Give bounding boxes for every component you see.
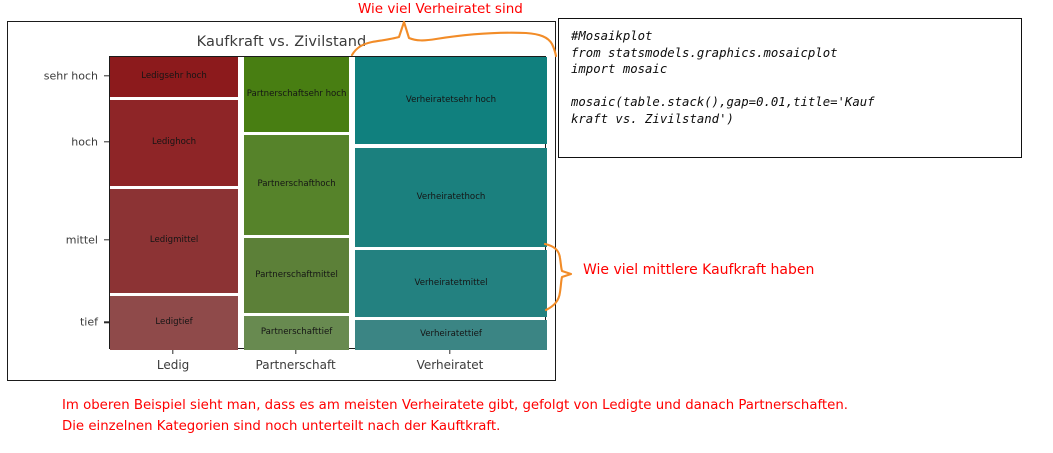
y-tick-label: sehr hoch bbox=[43, 69, 98, 83]
bottom-note-line-1: Im oberen Beispiel sieht man, dass es am… bbox=[62, 398, 848, 413]
mosaic-tile-label: Ledig bbox=[141, 71, 165, 82]
mosaic-tile-label: hoch bbox=[464, 191, 486, 202]
mosaic-tile-label: hoch bbox=[175, 137, 197, 148]
y-tick-label: hoch bbox=[71, 135, 98, 149]
mosaic-tile-label: Partnerschaft bbox=[260, 327, 319, 338]
bottom-note: Im oberen Beispiel sieht man, dass es am… bbox=[62, 396, 1042, 437]
mosaic-tile-label: mittel bbox=[312, 269, 338, 280]
mosaic-tile-label: tief bbox=[178, 317, 193, 328]
y-tick-mark bbox=[104, 321, 109, 323]
mosaic-tile-label: Partnerschaft bbox=[246, 88, 305, 99]
x-tick-label: Verheiratet bbox=[416, 358, 484, 372]
annotation-right-label: Wie viel mittlere Kaufkraft haben bbox=[583, 262, 815, 278]
mosaic-tile-label: tief bbox=[467, 329, 482, 340]
x-tick-mark bbox=[172, 349, 174, 354]
x-tick-mark bbox=[294, 349, 297, 354]
mosaic-tile-label: sehr hoch bbox=[453, 94, 497, 105]
mosaic-tile-label: mittel bbox=[173, 235, 199, 246]
mosaic-tile-label: mittel bbox=[462, 277, 488, 288]
mosaic-tile-label: Partnerschaft bbox=[255, 269, 313, 280]
chart-title: Kaufkraft vs. Zivilstand bbox=[196, 34, 367, 50]
bottom-note-line-2: Die einzelnen Kategorien sind noch unter… bbox=[62, 418, 501, 434]
mosaic-tile-label: Verheiratet bbox=[414, 277, 463, 288]
annotation-top-label: Wie viel Verheiratet sind bbox=[358, 1, 523, 17]
mosaic-tile-label: Verheiratet bbox=[405, 94, 454, 105]
y-tick-mark bbox=[104, 141, 109, 143]
mosaic-tile-label: Verheiratet bbox=[416, 191, 465, 202]
mosaic-tile-label: Ledig bbox=[155, 317, 179, 328]
x-tick-label: Ledig bbox=[156, 358, 190, 372]
mosaic-figure: Kaufkraft vs. Zivilstand sehr hoch hoch mi… bbox=[7, 21, 556, 381]
mosaic-tile-label: hoch bbox=[314, 179, 336, 190]
code-text: #Mosaikplot from statsmodels.graphics.mo… bbox=[571, 29, 875, 126]
y-tick-mark bbox=[104, 239, 109, 241]
y-tick-mark bbox=[104, 75, 109, 77]
mosaic-tile-label: sehr hoch bbox=[304, 88, 347, 99]
mosaic-tile-label: tief bbox=[318, 327, 333, 338]
y-tick-label: mittel bbox=[65, 233, 98, 247]
y-tick-label: tief bbox=[79, 315, 98, 329]
mosaic-tile-label: sehr hoch bbox=[164, 71, 207, 82]
code-panel: #Mosaikplot from statsmodels.graphics.mo… bbox=[558, 18, 1022, 158]
mosaic-tile-label: Ledig bbox=[149, 235, 174, 246]
mosaic-tile-label: Ledig bbox=[151, 137, 176, 148]
mosaic-tile-label: Verheiratet bbox=[420, 329, 468, 340]
x-tick-label: Partnerschaft bbox=[255, 358, 336, 372]
x-tick-mark bbox=[449, 349, 451, 354]
mosaic-tile-label: Partnerschaft bbox=[257, 179, 315, 190]
